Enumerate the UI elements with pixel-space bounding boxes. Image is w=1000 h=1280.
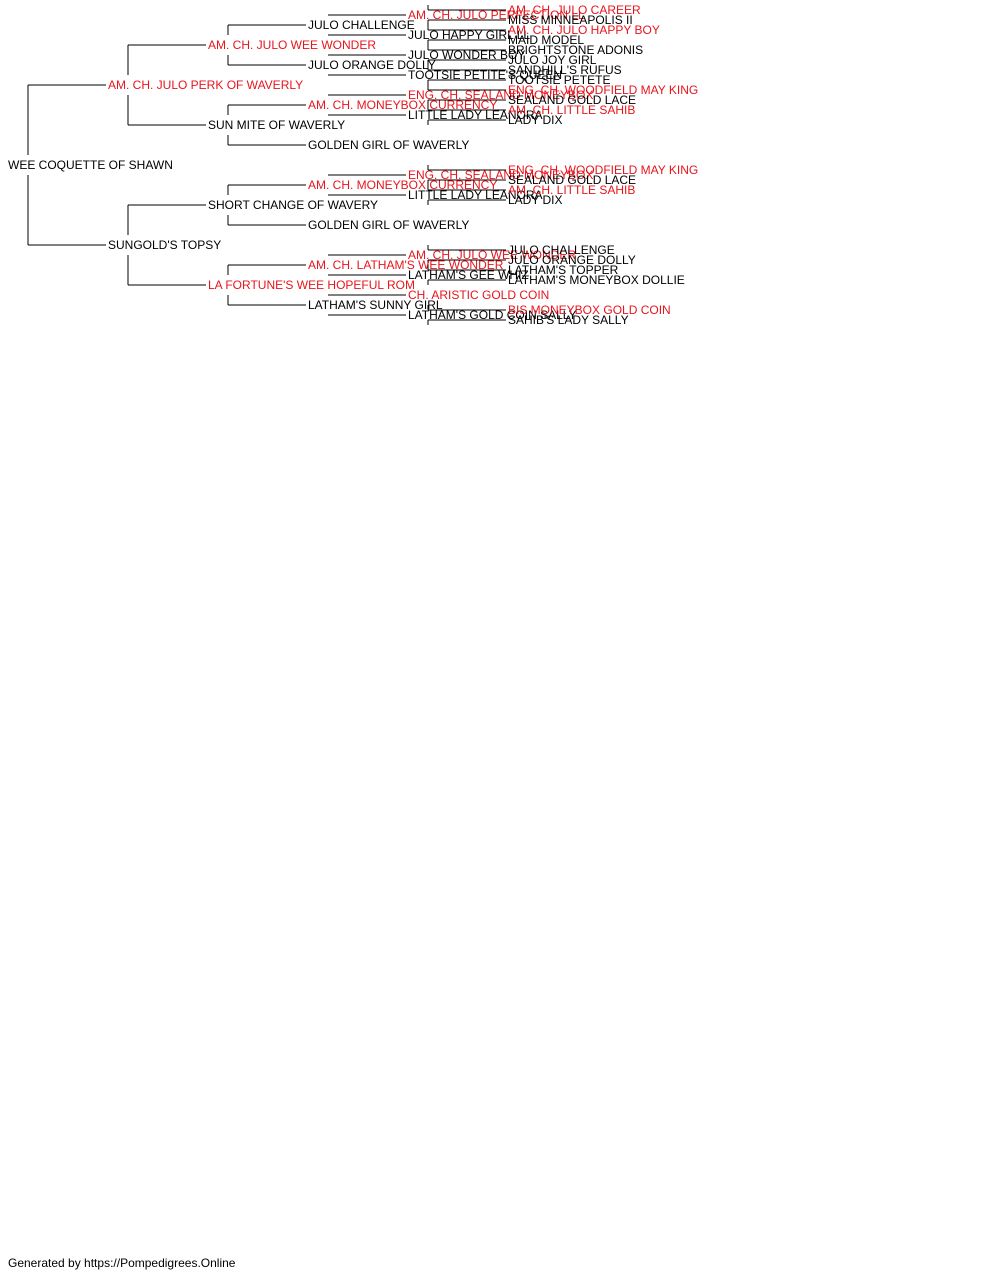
pedigree-name: AM. CH. LITTLE SAHIB: [508, 183, 635, 197]
pedigree-name: SEALAND GOLD LACE: [508, 173, 636, 187]
pedigree-name: LATHAM'S SUNNY GIRL: [308, 298, 443, 312]
pedigree-name: AM. CH. MONEYBOX CURRENCY: [308, 98, 497, 112]
pedigree-name: AM. CH. JULO WEE WONDER: [208, 38, 376, 52]
pedigree-name: JULO CHALLENGE: [508, 243, 615, 257]
pedigree-name: GOLDEN GIRL OF WAVERLY: [308, 138, 469, 152]
pedigree-name: LADY DIX: [508, 113, 562, 127]
pedigree-name: JULO ORANGE DOLLY: [308, 58, 436, 72]
pedigree-name: AM. CH. JULO HAPPY BOY: [508, 23, 660, 37]
pedigree-name: SAHIB'S LADY SALLY: [508, 313, 629, 327]
pedigree-name: JULO JOY GIRL: [508, 53, 597, 67]
pedigree-name: LITTLE LADY LEANORA: [408, 188, 543, 202]
pedigree-name: ENG. CH. WOODFIELD MAY KING: [508, 163, 698, 177]
pedigree-name: JULO ORANGE DOLLY: [508, 253, 636, 267]
pedigree-name: JULO HAPPY GIRL LL: [408, 28, 530, 42]
pedigree-name: TOOTSIE PETITE'S QUEEN: [408, 68, 562, 82]
pedigree-name: AM. CH. JULO WEE WONDER: [408, 248, 576, 262]
connector-lines: [27, 5, 506, 325]
pedigree-name: MISS MINNEAPOLIS II: [508, 13, 633, 27]
pedigree-name: AM. CH. JULO CAREER: [508, 3, 641, 17]
pedigree-name: ENG. CH. WOODFIELD MAY KING: [508, 83, 698, 97]
pedigree-name: AM. CH. JULO PERFECTION LL: [408, 8, 585, 22]
pedigree-name: LA FORTUNE'S WEE HOPEFUL ROM: [208, 278, 415, 292]
pedigree-name: CH. ARISTIC GOLD COIN: [408, 288, 549, 302]
pedigree-name: LATHAM'S GEE WHIZ: [408, 268, 529, 282]
pedigree-name: SUNGOLD'S TOPSY: [108, 238, 221, 252]
pedigree-name: LATHAM'S TOPPER: [508, 263, 619, 277]
pedigree-name: SUN MITE OF WAVERLY: [208, 118, 345, 132]
pedigree-name: JULO WONDER BOY: [408, 48, 525, 62]
pedigree-name: AM. CH. JULO PERK OF WAVERLY: [108, 78, 303, 92]
pedigree-name: AM. CH. LATHAM'S WEE WONDER: [308, 258, 504, 272]
name-labels: WEE COQUETTE OF SHAWN AM. CH. JULO PERK O…: [8, 3, 698, 327]
pedigree-name: ENG. CH. SEALAND MONEYBOX: [408, 168, 593, 182]
pedigree-name: SANDHILL'S RUFUS: [508, 63, 622, 77]
pedigree-name: LADY DIX: [508, 193, 562, 207]
pedigree-name: AM. CH. MONEYBOX CURRENCY: [308, 178, 497, 192]
pedigree-name: WEE COQUETTE OF SHAWN: [8, 158, 173, 172]
footer-credit: Generated by https://Pompedigrees.Online: [8, 1256, 236, 1270]
pedigree-name: LATHAM'S GOLD COIN SALLY: [408, 308, 577, 322]
pedigree-name: LATHAM'S MONEYBOX DOLLIE: [508, 273, 685, 287]
pedigree-name: BIS MONEYBOX GOLD COIN: [508, 303, 671, 317]
pedigree-name: TOOTSIE PETETE: [508, 73, 610, 87]
pedigree-name: SHORT CHANGE OF WAVERY: [208, 198, 378, 212]
pedigree-name: BRIGHTSTONE ADONIS: [508, 43, 643, 57]
pedigree-name: ENG. CH. SEALAND MONEYBOX: [408, 88, 593, 102]
pedigree-name: LITTLE LADY LEANORA: [408, 108, 543, 122]
pedigree-name: GOLDEN GIRL OF WAVERLY: [308, 218, 469, 232]
pedigree-name: JULO CHALLENGE: [308, 18, 415, 32]
pedigree-name: MAID MODEL: [508, 33, 584, 47]
pedigree-name: SEALAND GOLD LACE: [508, 93, 636, 107]
pedigree-name: AM. CH. LITTLE SAHIB: [508, 103, 635, 117]
